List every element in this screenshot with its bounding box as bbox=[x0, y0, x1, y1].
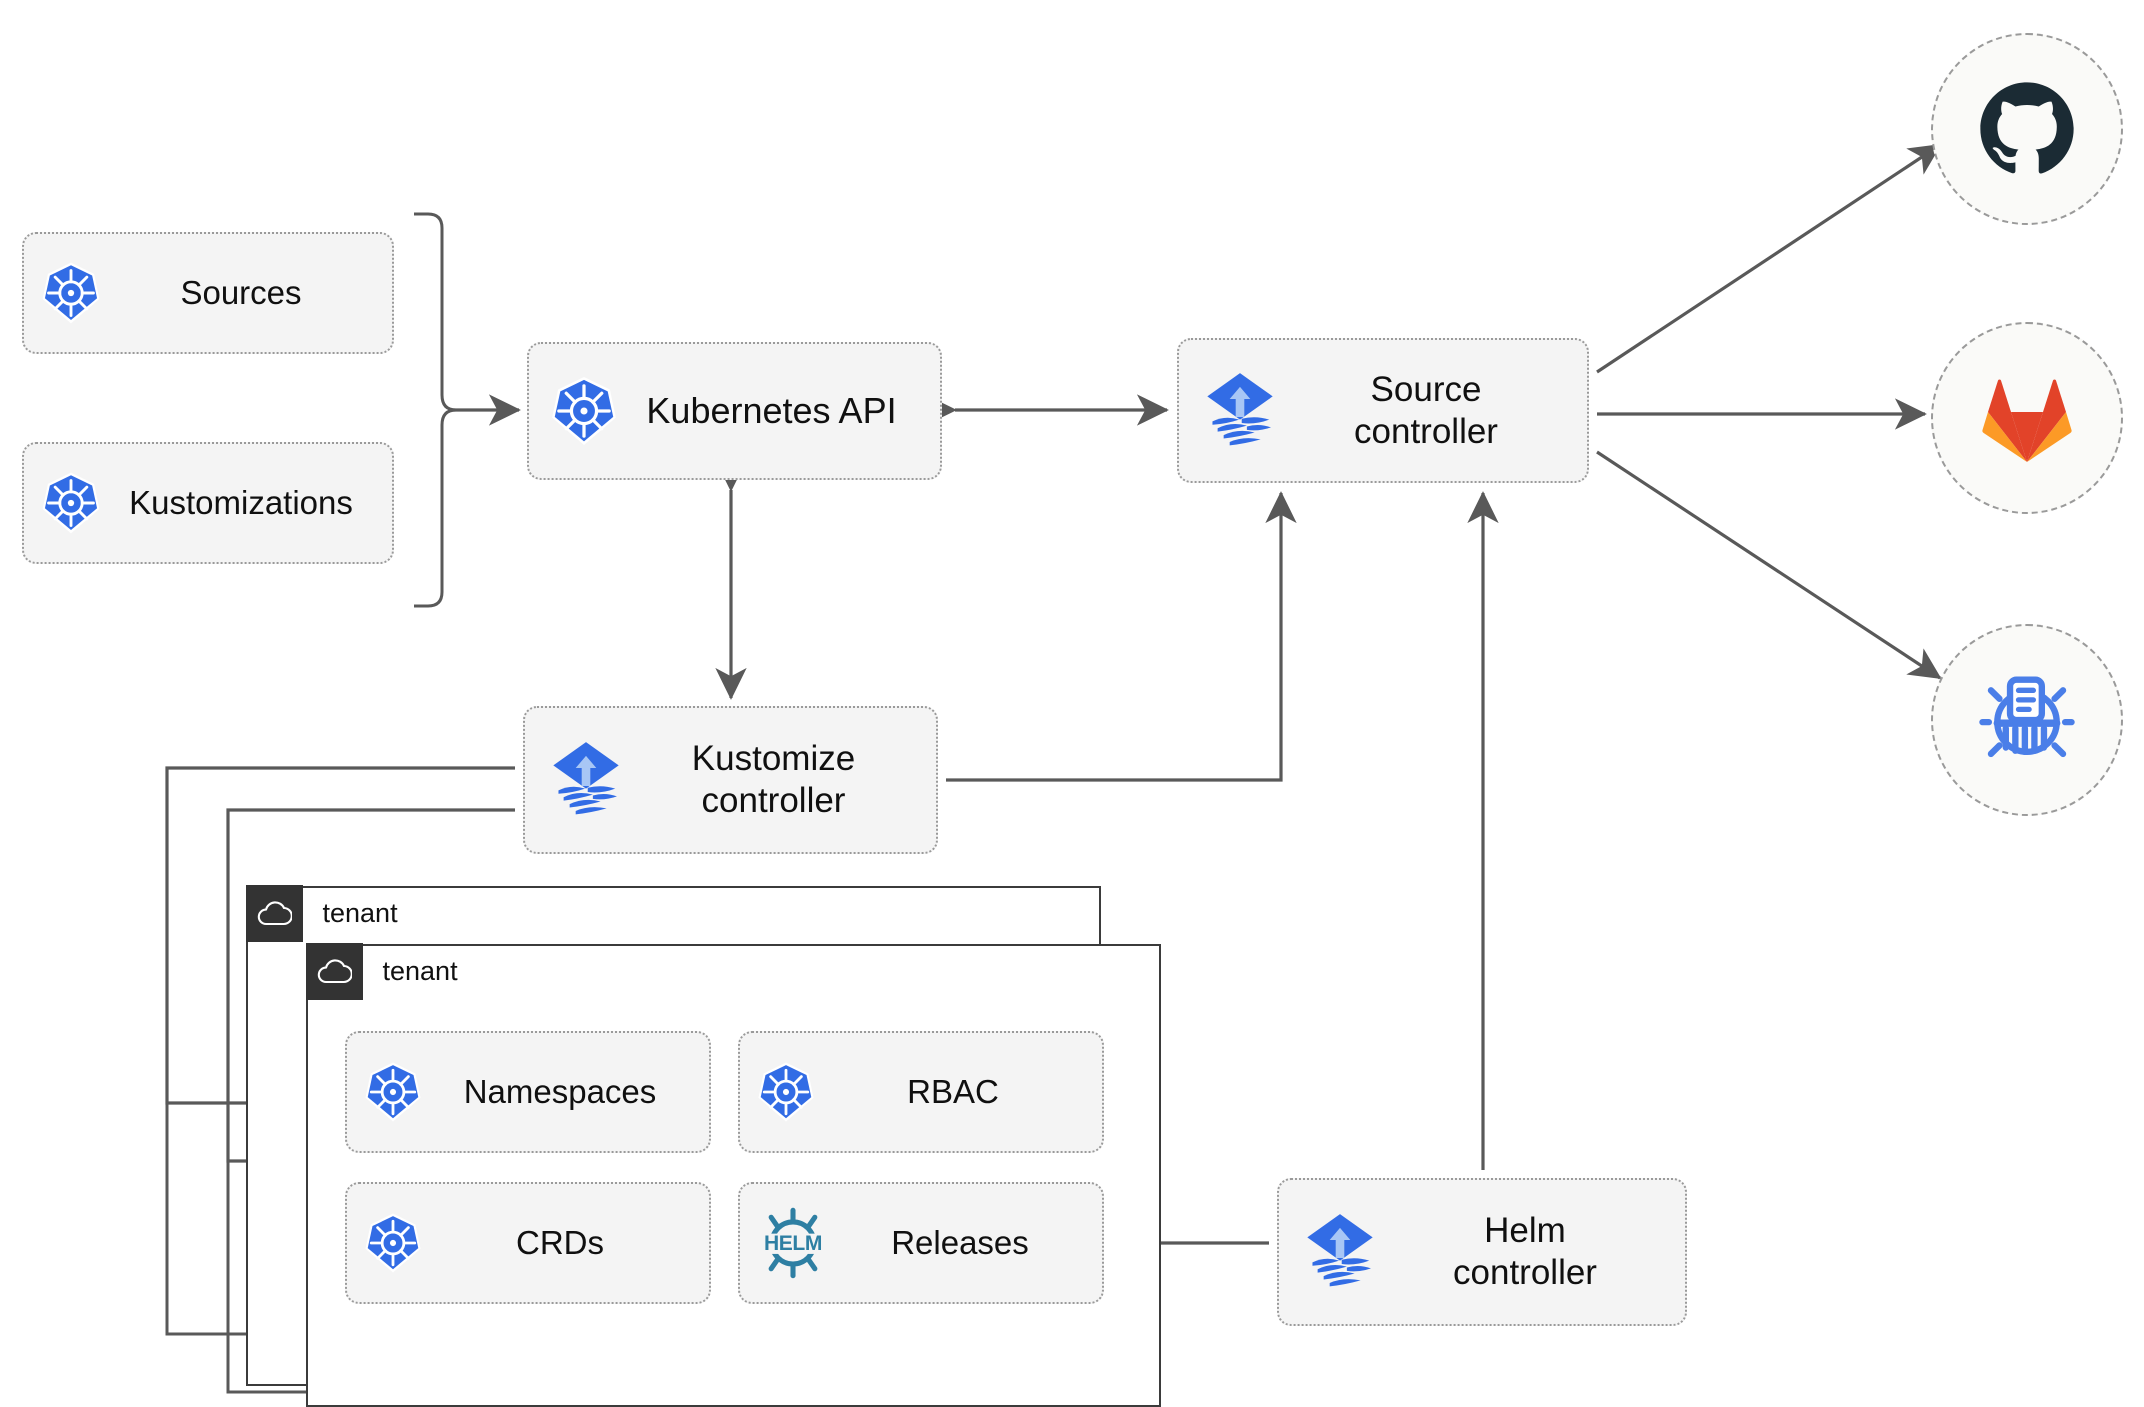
tenant-header-2: tenant bbox=[305, 942, 458, 1000]
external-github[interactable] bbox=[1931, 33, 2123, 225]
kubernetes-icon bbox=[361, 1211, 425, 1275]
node-label: Kustomize controller bbox=[691, 739, 856, 820]
helm-registry-icon bbox=[1979, 676, 2075, 758]
node-releases[interactable]: HELM Releases bbox=[738, 1182, 1104, 1304]
edge-kusctl-srcctl bbox=[946, 491, 1297, 782]
node-kustomize-controller[interactable]: Kustomize controller bbox=[523, 706, 938, 854]
kubernetes-icon bbox=[38, 470, 104, 536]
node-label: RBAC bbox=[907, 1073, 999, 1111]
tenant-label: tenant bbox=[322, 897, 398, 928]
node-label: Helm controller bbox=[1453, 1211, 1597, 1292]
github-icon bbox=[1980, 82, 2074, 174]
node-crds[interactable]: CRDs bbox=[345, 1182, 711, 1304]
kubernetes-icon bbox=[754, 1060, 818, 1124]
tenant-header-1: tenant bbox=[245, 884, 398, 942]
node-label: Releases bbox=[891, 1224, 1029, 1262]
flux-icon bbox=[543, 737, 629, 823]
edge-brace bbox=[414, 212, 457, 608]
kubernetes-icon bbox=[361, 1060, 425, 1124]
tenant-label: tenant bbox=[382, 955, 458, 986]
node-label: CRDs bbox=[516, 1224, 604, 1262]
node-label: Source controller bbox=[1354, 369, 1498, 451]
node-helm-controller[interactable]: Helm controller bbox=[1277, 1178, 1687, 1326]
flux-icon bbox=[1197, 368, 1283, 454]
node-label: Kustomizations bbox=[129, 484, 353, 522]
edge-tenant1-return bbox=[165, 1103, 250, 1336]
helm-icon: HELM bbox=[754, 1204, 832, 1282]
edge-srcctl-github bbox=[1596, 143, 1942, 374]
edge-srcctl-bucket bbox=[1596, 450, 1942, 680]
node-kubernetes-api[interactable]: Kubernetes API bbox=[527, 342, 942, 480]
node-label: Namespaces bbox=[463, 1073, 657, 1111]
tenant-container-2: tenant bbox=[305, 942, 1161, 1407]
node-sources[interactable]: Sources bbox=[22, 232, 394, 354]
svg-text:HELM: HELM bbox=[764, 1232, 822, 1255]
cloud-icon bbox=[305, 942, 363, 1000]
node-label: Kubernetes API bbox=[646, 390, 897, 432]
external-helm-repository[interactable] bbox=[1931, 624, 2123, 816]
kubernetes-icon bbox=[547, 374, 621, 448]
node-source-controller[interactable]: Source controller bbox=[1177, 338, 1589, 483]
node-label: Sources bbox=[180, 274, 302, 312]
flux-icon bbox=[1297, 1209, 1383, 1295]
cloud-icon bbox=[245, 884, 303, 942]
node-kustomizations[interactable]: Kustomizations bbox=[22, 442, 394, 564]
node-namespaces[interactable]: Namespaces bbox=[345, 1031, 711, 1153]
gitlab-icon bbox=[1982, 379, 2072, 462]
node-rbac[interactable]: RBAC bbox=[738, 1031, 1104, 1153]
external-gitlab[interactable] bbox=[1931, 322, 2123, 514]
kubernetes-icon bbox=[38, 260, 104, 326]
